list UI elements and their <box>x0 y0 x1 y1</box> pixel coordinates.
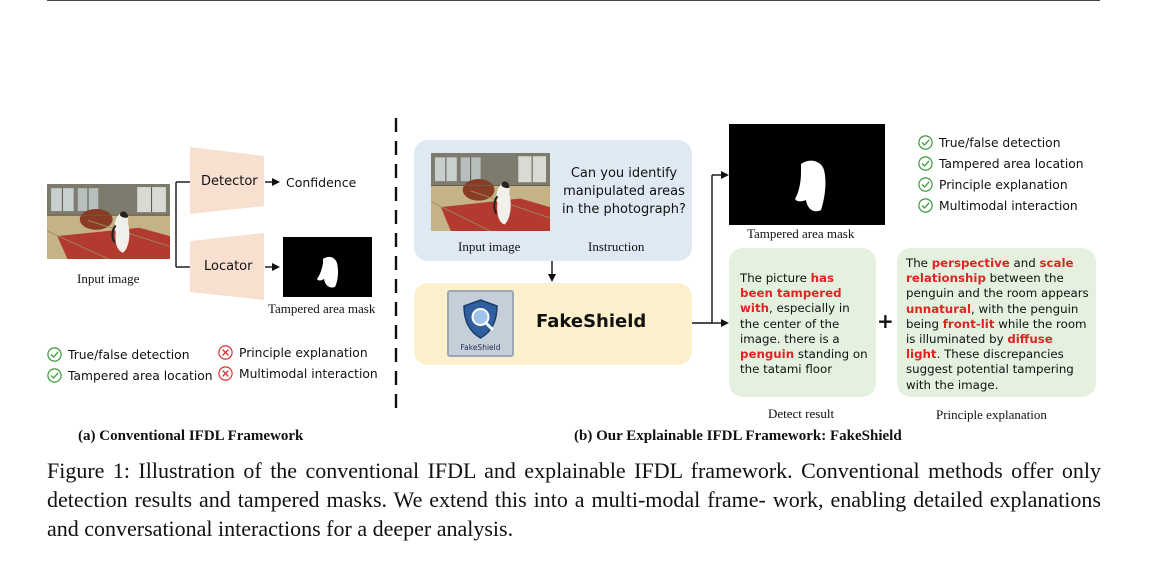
plus-sign: + <box>877 309 894 333</box>
cross-circle-icon <box>218 366 233 381</box>
locator-label: Locator <box>204 259 253 274</box>
cross-item: Principle explanation <box>218 345 378 360</box>
logo-text: FakeShield <box>460 343 501 352</box>
detect-result-bubble <box>729 248 876 397</box>
cross-item: Multimodal interaction <box>218 366 378 381</box>
plain-text: The picture <box>740 271 811 285</box>
check-item: Multimodal interaction <box>918 198 1084 213</box>
plain-text: , especially in the center of the image.… <box>740 301 850 346</box>
check-item: Tampered area location <box>918 156 1084 171</box>
plain-text: and <box>1009 256 1040 270</box>
principle-label: Principle explanation <box>936 407 1047 422</box>
check-item: Tampered area location <box>47 368 213 383</box>
check-item: Principle explanation <box>918 177 1084 192</box>
panel-a-caption: (a) Conventional IFDL Framework <box>78 428 304 444</box>
check-circle-icon <box>918 198 933 213</box>
fakeshield-name: FakeShield <box>536 311 647 332</box>
input-image-a <box>47 184 170 259</box>
principle-bubble <box>897 248 1096 397</box>
detector-label: Detector <box>201 174 258 189</box>
confidence-label: Confidence <box>286 175 357 190</box>
detect-result-text: The picture has been tampered with, espe… <box>740 271 870 377</box>
highlight-text: diffuse light <box>906 332 1053 362</box>
plain-text: while the room is illuminated by <box>906 316 1087 347</box>
highlight-text: penguin <box>740 347 795 362</box>
plain-text: The <box>906 256 932 270</box>
check-circle-icon <box>47 368 62 383</box>
panel-b-caption: (b) Our Explainable IFDL Framework: Fake… <box>574 428 902 444</box>
check-circle-icon <box>918 156 933 171</box>
check-circle-icon <box>918 177 933 192</box>
highlight-text: scale relationship <box>906 256 1074 286</box>
plain-text: , with the penguin being <box>906 301 1079 331</box>
highlight-text: perspective <box>931 256 1010 270</box>
figure-caption: Figure 1: Illustration of the convention… <box>47 458 1101 541</box>
down-arrow <box>548 261 556 282</box>
output-arrows <box>692 171 729 327</box>
mask-image-b <box>729 124 885 225</box>
check-circle-icon <box>918 135 933 150</box>
highlight-text: unnatural <box>906 301 972 316</box>
check-item: True/false detection <box>918 135 1084 150</box>
plain-text: standing on the tatami floor <box>740 347 868 377</box>
input-image-b <box>431 153 550 231</box>
principle-text: The perspective and scale relationship b… <box>906 256 1091 393</box>
dashed-divider <box>394 118 398 416</box>
top-rule <box>47 0 1100 1</box>
shield-magnifier-icon <box>449 292 512 355</box>
mask-image-a <box>283 237 372 297</box>
instruction-question: Can you identify manipulated areas in th… <box>562 166 686 217</box>
input-image-a-label: Input image <box>77 271 140 286</box>
locator-shape <box>190 233 264 300</box>
instruction-label: Instruction <box>588 239 645 254</box>
highlight-text: has been tampered with <box>740 271 842 316</box>
check-circle-icon <box>47 347 62 362</box>
cross-circle-icon <box>218 345 233 360</box>
plain-text: . These discrepancies suggest potential … <box>906 347 1074 392</box>
detector-shape <box>190 147 264 214</box>
detect-result-label: Detect result <box>768 406 835 421</box>
mask-label-a: Tampered area mask <box>268 301 376 316</box>
check-item: True/false detection <box>47 347 213 362</box>
plain-text: between the penguin and the room appears <box>906 271 1089 301</box>
highlight-text: front-lit <box>942 316 995 331</box>
input-image-b-label: Input image <box>458 239 521 254</box>
fakeshield-logo: FakeShield <box>447 290 514 357</box>
mask-label-b: Tampered area mask <box>747 226 855 241</box>
